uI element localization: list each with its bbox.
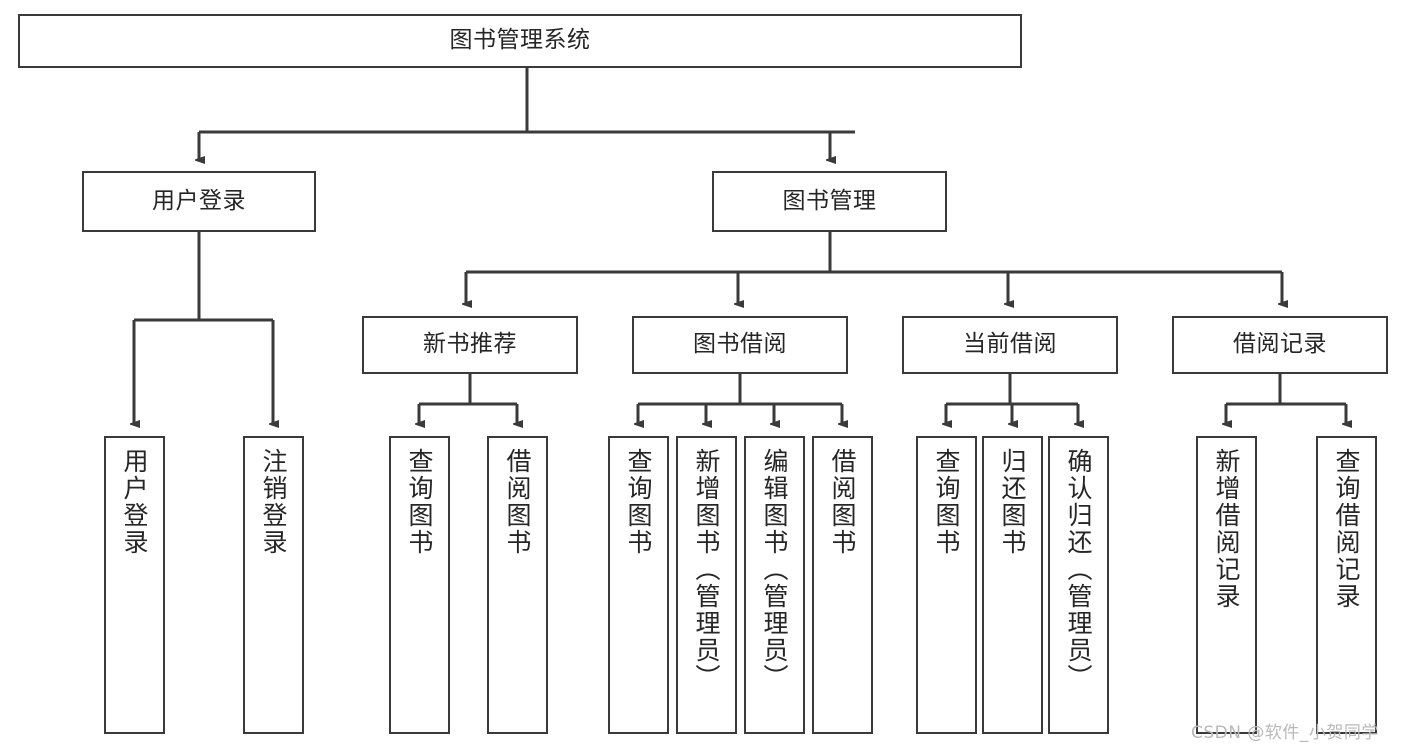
node-label: 图书借阅 <box>693 331 787 358</box>
node-label: 借阅记录 <box>1233 331 1327 358</box>
node-label: 新增借阅记录 <box>1212 448 1241 610</box>
node-leaf-return-book[interactable]: 归还图书 <box>982 436 1043 734</box>
node-leaf-borrow-book-2[interactable]: 借阅图书 <box>812 436 873 734</box>
node-book-manage[interactable]: 图书管理 <box>712 171 947 232</box>
node-leaf-query-book-1[interactable]: 查询图书 <box>389 436 450 734</box>
node-root-system[interactable]: 图书管理系统 <box>18 14 1022 68</box>
node-label: 图书管理 <box>782 187 877 214</box>
node-label: 查询借阅记录 <box>1332 448 1361 610</box>
node-label: 查询图书 <box>405 448 434 556</box>
node-leaf-query-book-2[interactable]: 查询图书 <box>608 436 669 734</box>
node-label: 编辑图书（管理员） <box>760 448 789 691</box>
node-label: 查询图书 <box>624 448 653 556</box>
node-book-borrow[interactable]: 图书借阅 <box>632 316 848 374</box>
node-leaf-borrow-book-1[interactable]: 借阅图书 <box>487 436 548 734</box>
node-label: 确认归还（管理员） <box>1064 448 1093 691</box>
node-leaf-add-record[interactable]: 新增借阅记录 <box>1196 436 1257 734</box>
node-label: 新书推荐 <box>423 331 517 358</box>
node-label: 用户登录 <box>120 448 149 556</box>
node-user-login[interactable]: 用户登录 <box>82 171 316 232</box>
node-label: 当前借阅 <box>963 331 1057 358</box>
node-label: 用户登录 <box>152 187 246 214</box>
node-new-book-recommend[interactable]: 新书推荐 <box>362 316 578 374</box>
node-leaf-logout-login[interactable]: 注销登录 <box>243 436 304 734</box>
node-current-borrow[interactable]: 当前借阅 <box>902 316 1118 374</box>
node-label: 借阅图书 <box>828 448 857 556</box>
node-label: 归还图书 <box>998 448 1027 556</box>
node-label: 查询图书 <box>932 448 961 556</box>
watermark: CSDN @软件_小贺同学 <box>1191 723 1379 743</box>
node-leaf-edit-book[interactable]: 编辑图书（管理员） <box>744 436 805 734</box>
node-leaf-confirm-return[interactable]: 确认归还（管理员） <box>1048 436 1109 734</box>
node-leaf-query-record[interactable]: 查询借阅记录 <box>1316 436 1377 734</box>
node-leaf-query-book-3[interactable]: 查询图书 <box>916 436 977 734</box>
node-leaf-user-login[interactable]: 用户登录 <box>104 436 165 734</box>
node-label: 图书管理系统 <box>449 27 591 54</box>
node-label: 新增图书（管理员） <box>692 448 721 691</box>
node-borrow-record[interactable]: 借阅记录 <box>1172 316 1388 374</box>
node-label: 借阅图书 <box>503 448 532 556</box>
node-label: 注销登录 <box>259 448 288 556</box>
node-leaf-add-book[interactable]: 新增图书（管理员） <box>676 436 737 734</box>
